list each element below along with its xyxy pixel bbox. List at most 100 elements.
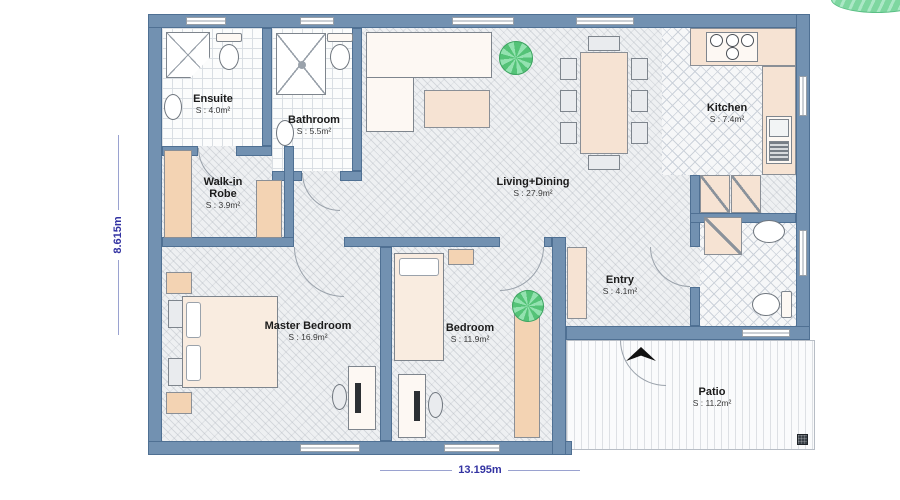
room-area: S : 4.1m²: [602, 286, 638, 296]
nightstand: [166, 272, 192, 294]
desk-chair: [332, 384, 347, 410]
window: [742, 329, 790, 337]
window: [799, 76, 807, 116]
wall-wc-west: [690, 287, 700, 326]
wall-outer-left: [148, 14, 162, 455]
room-name: Kitchen: [706, 102, 748, 114]
toilet-cistern: [781, 291, 792, 318]
room-area: S : 11.2m²: [692, 398, 732, 408]
bed: [394, 253, 444, 361]
window: [300, 17, 334, 25]
pillow: [186, 302, 201, 338]
closet: [704, 217, 742, 255]
monitor-icon: [414, 391, 420, 421]
room-area: S : 27.9m²: [513, 188, 553, 198]
wall-bedroom-divider: [380, 247, 392, 441]
dining-chair: [588, 155, 620, 170]
plant-icon: [512, 290, 544, 322]
sofa: [366, 32, 492, 78]
wall-ensuite-bottom: [236, 146, 272, 156]
dining-chair: [631, 90, 648, 112]
basin-icon: [164, 94, 182, 120]
toilet-cistern: [327, 33, 353, 42]
toilet-icon: [330, 44, 350, 70]
wardrobe: [256, 180, 282, 238]
room-label-entry: Entry S : 4.1m²: [603, 274, 637, 296]
wall-bedrooms-top: [544, 237, 552, 247]
dimension-line: [380, 469, 453, 471]
wall-wc-west: [690, 175, 700, 247]
room-name: Bathroom: [288, 114, 340, 126]
room-name: Bedroom: [445, 322, 495, 334]
room-label-bathroom: Bathroom S : 5.5m²: [288, 114, 340, 136]
dimension-width: 13.195m: [380, 462, 580, 478]
dining-chair: [631, 58, 648, 80]
monitor-icon: [355, 383, 361, 413]
wall-outer-right: [796, 14, 810, 340]
room-area: S : 4.0m²: [195, 105, 231, 115]
dimension-height-label: 8.615m: [112, 216, 124, 254]
hall-cupboard: [567, 247, 587, 319]
dining-table: [580, 52, 628, 154]
dining-chair: [631, 122, 648, 144]
window: [576, 17, 634, 25]
drain-icon: [797, 434, 808, 445]
dimension-line: [117, 135, 119, 211]
nightstand: [448, 249, 474, 265]
room-name: Patio: [698, 386, 726, 398]
window: [300, 444, 360, 452]
desk: [348, 366, 376, 430]
room-label-bedroom: Bedroom S : 11.9m²: [446, 322, 494, 344]
room-label-walk-in-robe: Walk-in Robe S : 3.9m²: [192, 176, 254, 210]
bed: [182, 296, 278, 388]
dining-chair: [560, 122, 577, 144]
dining-chair: [588, 36, 620, 51]
sink-icon: [766, 116, 792, 164]
dimension-height: 8.615m: [110, 135, 126, 335]
plant-icon: [499, 41, 533, 75]
window: [799, 230, 807, 276]
toilet-icon: [752, 293, 780, 316]
room-label-master-bedroom: Master Bedroom S : 16.9m²: [265, 320, 352, 342]
window: [452, 17, 514, 25]
desk-chair: [428, 392, 443, 418]
room-area: S : 7.4m²: [709, 114, 745, 124]
basin-icon: [753, 220, 785, 243]
room-label-ensuite: Ensuite S : 4.0m²: [193, 93, 233, 115]
pillow: [399, 258, 439, 276]
wall-bathroom-right: [352, 28, 362, 171]
wall-patio-left: [552, 237, 566, 455]
dimension-line: [117, 259, 119, 335]
coffee-table: [424, 90, 490, 128]
room-area: S : 16.9m²: [288, 332, 328, 342]
room-name: Ensuite: [193, 93, 233, 105]
room-label-living-dining: Living+Dining S : 27.9m²: [496, 176, 569, 198]
room-label-kitchen: Kitchen S : 7.4m²: [707, 102, 747, 124]
toilet-icon: [219, 44, 239, 70]
stove-icon: [706, 32, 758, 62]
closet: [700, 175, 730, 213]
toilet-cistern: [216, 33, 242, 42]
nightstand: [166, 392, 192, 414]
wall-bedrooms-top: [162, 237, 294, 247]
room-name: Walk-in Robe: [203, 176, 243, 200]
room-area: S : 5.5m²: [296, 126, 332, 136]
room-area: S : 3.9m²: [205, 200, 241, 210]
desk: [398, 374, 426, 438]
room-name: Living+Dining: [496, 176, 570, 188]
dining-chair: [560, 90, 577, 112]
pillow: [186, 345, 201, 381]
wall-robe-right: [284, 146, 294, 247]
room-label-patio: Patio S : 11.2m²: [693, 386, 732, 408]
wall-bedrooms-top: [344, 237, 500, 247]
shower-icon: [276, 33, 326, 95]
wall-bathroom-bottom: [340, 171, 362, 181]
window: [186, 17, 226, 25]
floor-patio: [566, 340, 815, 450]
room-area: S : 11.9m²: [450, 334, 490, 344]
dimension-width-label: 13.195m: [458, 464, 502, 476]
wall-ensuite-bathroom: [262, 28, 272, 146]
brand-logo-icon: [831, 0, 900, 13]
wardrobe: [164, 150, 192, 238]
